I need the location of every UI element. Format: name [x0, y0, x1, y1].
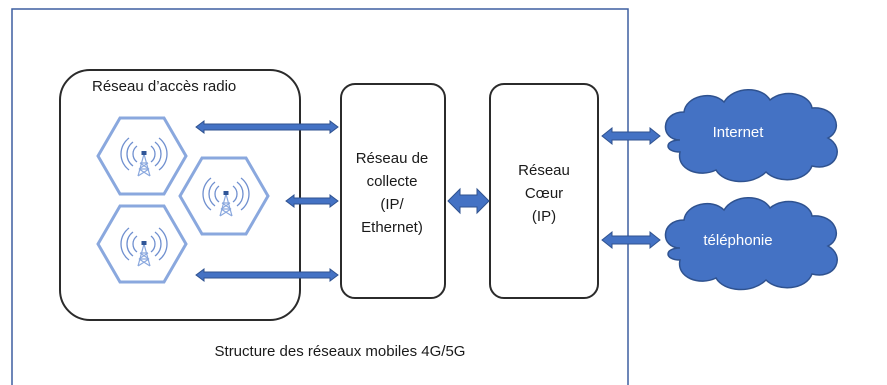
- telephonie-label: téléphonie: [703, 232, 773, 249]
- arrow-coeur-internet: [601, 126, 661, 146]
- coeur-label: Réseau Cœur (IP): [488, 159, 600, 228]
- cloud-internet: [664, 89, 838, 183]
- collecte-label: Réseau de collecte (IP/ Ethernet): [338, 147, 446, 239]
- collecte-label-line: Ethernet): [361, 219, 423, 236]
- cell-hex-bottom: [96, 204, 188, 284]
- collecte-box: [340, 83, 446, 299]
- arrow-ran-collecte-2: [285, 194, 339, 208]
- arrow-coeur-telephonie: [601, 230, 661, 250]
- arrow-collecte-coeur: [447, 187, 490, 215]
- coeur-label-line: Cœur: [524, 185, 564, 202]
- coeur-label-line: Réseau: [518, 162, 570, 179]
- coeur-label-line: (IP): [531, 208, 557, 225]
- cell-hex-right: [178, 156, 270, 236]
- ran-label: Réseau d’accès radio: [92, 78, 237, 95]
- collecte-label-line: collecte: [366, 173, 418, 190]
- arrow-ran-collecte-3: [195, 268, 339, 282]
- diagram-caption: Structure des réseaux mobiles 4G/5G: [214, 343, 466, 360]
- coeur-box: [489, 83, 599, 299]
- internet-label: Internet: [712, 124, 764, 141]
- collecte-label-line: (IP/: [380, 196, 404, 213]
- cell-hex-top: [96, 116, 188, 196]
- arrow-ran-collecte-1: [195, 120, 339, 134]
- cloud-telephonie: [664, 197, 838, 291]
- collecte-label-line: Réseau de: [355, 150, 429, 167]
- outer-frame: [11, 8, 629, 385]
